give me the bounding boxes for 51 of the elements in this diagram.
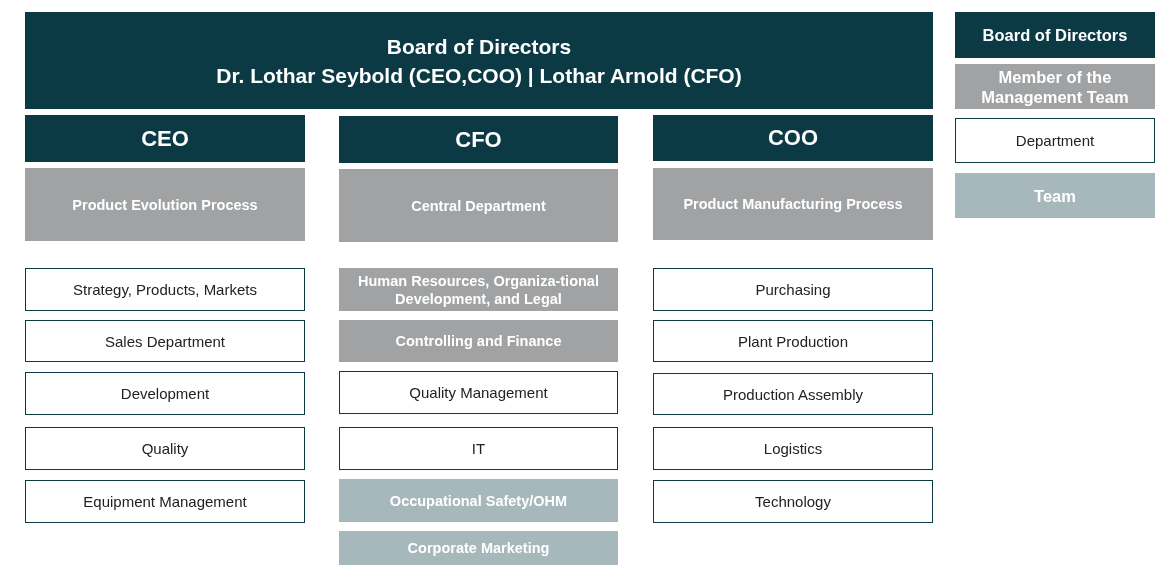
board-box bbox=[25, 12, 933, 109]
box-label: Product Evolution Process bbox=[72, 196, 258, 213]
box-label: Occupational Safety/OHM bbox=[389, 492, 568, 509]
legend-label: Member of the Management Team bbox=[980, 66, 1130, 107]
department-box bbox=[653, 373, 933, 415]
legend-label: Team bbox=[1034, 186, 1076, 206]
legend-label: Board of Directors bbox=[982, 25, 1128, 45]
box-label: Production Assembly bbox=[722, 385, 864, 403]
box-label: Technology bbox=[755, 493, 831, 510]
department-box bbox=[25, 372, 305, 415]
box-label: Product Manufacturing Process bbox=[683, 196, 903, 212]
team-box bbox=[339, 531, 618, 565]
department-box bbox=[653, 268, 933, 311]
department-box bbox=[653, 480, 933, 523]
box-label: Quality bbox=[141, 440, 189, 457]
executive-header bbox=[653, 115, 933, 161]
department-box bbox=[653, 427, 933, 470]
department-box bbox=[339, 427, 618, 470]
board-title: Board of Directors bbox=[386, 33, 572, 60]
box-label: Sales Department bbox=[104, 332, 226, 350]
box-label: Logistics bbox=[763, 440, 823, 457]
management-box bbox=[339, 268, 618, 311]
box-label: Controlling and Finance bbox=[395, 332, 562, 350]
process-box bbox=[25, 168, 305, 241]
role-title: CFO bbox=[455, 126, 502, 153]
process-box bbox=[339, 169, 618, 242]
role-title: COO bbox=[767, 125, 819, 151]
board-members: Dr. Lothar Seybold (CEO,COO) | Lothar Arnold (CFO) bbox=[216, 62, 742, 89]
team-box bbox=[339, 479, 618, 522]
box-label: Quality Management bbox=[409, 384, 548, 401]
legend-label: Department bbox=[1015, 130, 1095, 151]
role-title: CEO bbox=[141, 125, 189, 152]
department-box bbox=[25, 480, 305, 523]
department-box bbox=[25, 268, 305, 311]
box-label: Strategy, Products, Markets bbox=[73, 281, 257, 298]
executive-header bbox=[25, 115, 305, 162]
department-box bbox=[653, 320, 933, 362]
box-label: Human Resources, Organiza-tional Development, and Legal bbox=[357, 271, 600, 308]
department-box bbox=[25, 320, 305, 362]
box-label: Equipment Management bbox=[83, 493, 247, 510]
box-label: Development bbox=[120, 385, 210, 402]
box-label: Corporate Marketing bbox=[407, 540, 550, 556]
box-label: Plant Production bbox=[737, 332, 849, 350]
management-box bbox=[339, 320, 618, 362]
box-label: IT bbox=[471, 440, 486, 457]
executive-header bbox=[339, 116, 618, 163]
department-box bbox=[25, 427, 305, 470]
department-box bbox=[339, 371, 618, 414]
box-label: Purchasing bbox=[755, 281, 831, 298]
process-box bbox=[653, 168, 933, 240]
box-label: Central Department bbox=[411, 197, 546, 214]
